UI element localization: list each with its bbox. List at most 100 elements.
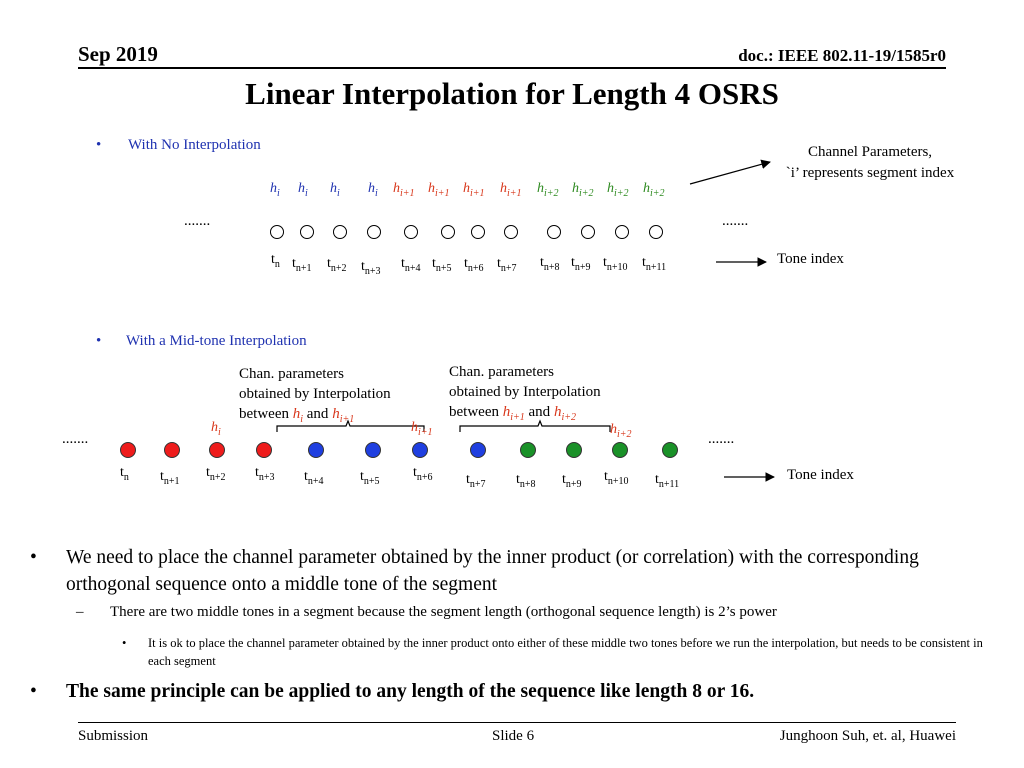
- subscript: i+1: [400, 187, 415, 199]
- interp-note-1-line3: between hi and hi+1: [239, 406, 355, 425]
- base-letter: h: [270, 181, 277, 196]
- base-letter: h: [607, 181, 614, 196]
- section1-left-dots: .......: [184, 213, 211, 229]
- header-date: Sep 2019: [78, 42, 158, 66]
- base-letter: t: [255, 465, 259, 480]
- section1-h-label: hi+2: [572, 181, 594, 199]
- interp-note-1: Chan. parameters obtained by Interpolati…: [239, 364, 391, 430]
- section1-tone-label: tn+2: [327, 256, 347, 274]
- subscript: n+6: [416, 471, 433, 483]
- section2-tone-label: tn+2: [206, 465, 226, 483]
- tone-dot-green: [662, 442, 678, 458]
- base-letter: h: [643, 181, 650, 196]
- base-letter: t: [361, 259, 365, 274]
- section1-right-dots: .......: [722, 213, 749, 229]
- interp-note-1-line2: obtained by Interpolation: [239, 386, 391, 402]
- section2-tone-label: tn+3: [255, 465, 275, 483]
- subscript: i+2: [614, 187, 629, 199]
- section1-h-label: hi: [298, 181, 308, 199]
- tone-dot-blue: [308, 442, 324, 458]
- bullet-1: •We need to place the channel parameter …: [30, 547, 919, 595]
- base-letter: t: [413, 465, 417, 480]
- tone-circle: [367, 225, 381, 239]
- base-letter: t: [160, 469, 164, 484]
- subscript: n+5: [363, 475, 380, 487]
- tone-dot-red: [164, 442, 180, 458]
- base-letter: t: [120, 465, 124, 480]
- interp-note-1-line1: Chan. parameters: [239, 366, 344, 382]
- base-letter: t: [360, 469, 364, 484]
- footer-submission: Submission: [78, 728, 149, 744]
- section2-tone-label: tn+10: [604, 469, 629, 487]
- channel-params-label: Channel Parameters, `i’ represents segme…: [760, 142, 980, 184]
- section2-bullet: •: [96, 333, 102, 349]
- base-letter: h: [500, 181, 507, 196]
- section1-tone-label: tn+4: [401, 256, 421, 274]
- tone-circle: [300, 225, 314, 239]
- section1-h-label: hi+1: [393, 181, 415, 199]
- main-bullet-list: •We need to place the channel parameter …: [28, 544, 1008, 705]
- subscript: n+7: [500, 262, 517, 274]
- section1-tone-label: tn+10: [603, 255, 628, 273]
- section1-tone-label: tn+6: [464, 256, 484, 274]
- subscript: n+9: [574, 261, 591, 273]
- base-letter: t: [655, 472, 659, 487]
- brace-2: [459, 419, 611, 432]
- mid-h-mark-2: hi+2: [610, 422, 632, 440]
- subscript: n+4: [307, 475, 324, 487]
- subscript: n+6: [467, 262, 484, 274]
- slide-title: Linear Interpolation for Length 4 OSRS: [245, 76, 779, 111]
- base-letter: h: [537, 181, 544, 196]
- subscript: i: [375, 187, 378, 199]
- interp-note-2-line3: between hi+1 and hi+2: [449, 404, 576, 423]
- section1-h-label: hi+2: [537, 181, 559, 199]
- subscript: n+8: [543, 261, 560, 273]
- tone-circle: [404, 225, 418, 239]
- section2-left-dots: .......: [62, 431, 89, 447]
- section1-tone-label: tn+1: [292, 256, 312, 274]
- tone-dot-green: [612, 442, 628, 458]
- subscript: n+1: [295, 262, 312, 274]
- subscript: n+3: [364, 265, 381, 277]
- subscript: n+7: [469, 478, 486, 490]
- subscript: i+2: [579, 187, 594, 199]
- base-letter: h: [368, 181, 375, 196]
- base-letter: h: [330, 181, 337, 196]
- tone-circle: [649, 225, 663, 239]
- section2-tone-label: tn+11: [655, 472, 679, 490]
- tone-dot-red: [256, 442, 272, 458]
- tone-circle: [471, 225, 485, 239]
- section1-h-label: hi+2: [607, 181, 629, 199]
- subscript: i: [337, 187, 340, 199]
- mid-h-mark-0: hi: [211, 420, 221, 438]
- subscript: i+1: [507, 187, 522, 199]
- base-letter: t: [432, 256, 436, 271]
- base-letter: t: [562, 472, 566, 487]
- base-letter: t: [304, 469, 308, 484]
- section1-tone-label: tn+7: [497, 256, 517, 274]
- base-letter: t: [497, 256, 501, 271]
- tone-dot-blue: [365, 442, 381, 458]
- section1-tone-label: tn+11: [642, 255, 666, 273]
- base-letter: t: [642, 255, 646, 270]
- header-doc-id: doc.: IEEE 802.11-19/1585r0: [738, 46, 946, 65]
- base-letter: h: [572, 181, 579, 196]
- channel-params-arrow: [689, 159, 771, 185]
- tone-circle: [615, 225, 629, 239]
- interp-note-2-line2: obtained by Interpolation: [449, 384, 601, 400]
- tone-circle: [441, 225, 455, 239]
- channel-params-line1: Channel Parameters,: [807, 144, 933, 160]
- section1-label: With No Interpolation: [128, 137, 261, 153]
- header-divider: [78, 67, 946, 69]
- subscript: i: [277, 187, 280, 199]
- tone-circle: [333, 225, 347, 239]
- footer-author: Junghoon Suh, et. al, Huawei: [779, 728, 956, 744]
- subscript: i+1: [435, 187, 450, 199]
- mid-h-mark-1: hi+1: [411, 420, 433, 438]
- tone-dot-red: [209, 442, 225, 458]
- subscript: n+2: [209, 471, 226, 483]
- subscript: i+2: [544, 187, 559, 199]
- subscript: n+11: [645, 261, 667, 273]
- subscript: n+8: [519, 478, 536, 490]
